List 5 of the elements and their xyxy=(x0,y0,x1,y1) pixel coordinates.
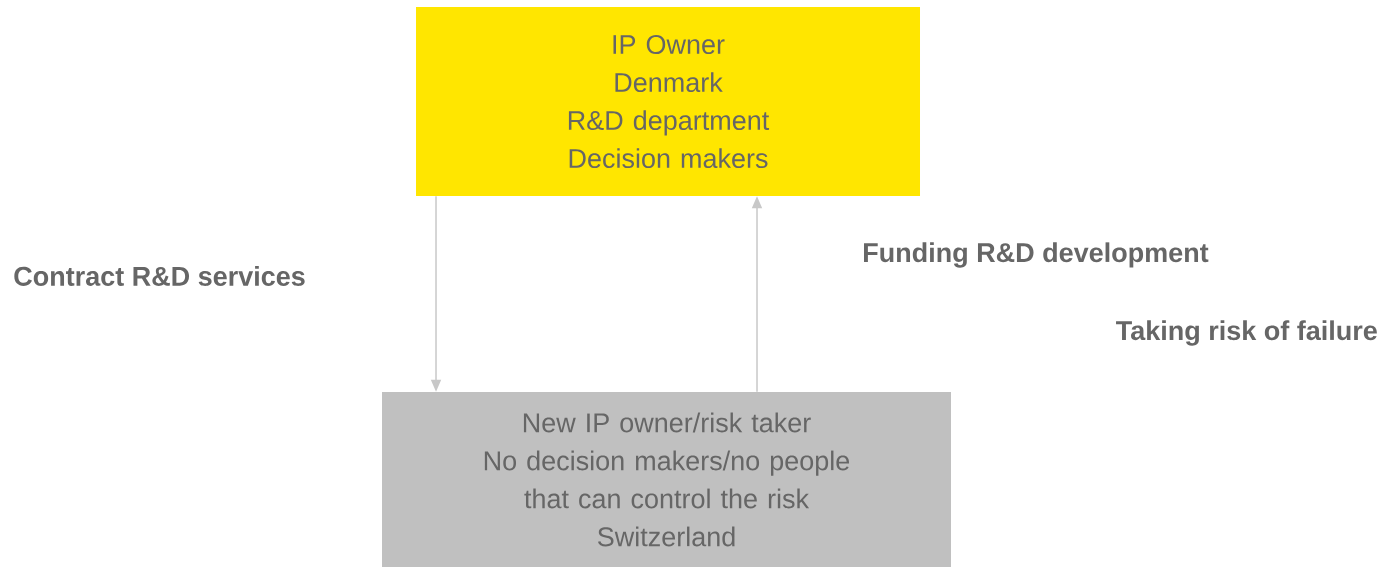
text-box: New IP owner/risk taker No decision makers/no people that can control the risk Switzerland xyxy=(382,392,951,567)
flow-label: Funding R&D development xyxy=(864,242,1209,268)
flow-label: Taking risk of failure xyxy=(1116,320,1377,346)
text-box: IP Owner Denmark R&D department Decision makers xyxy=(416,7,920,196)
flow-label: Contract R&D services xyxy=(14,266,305,286)
